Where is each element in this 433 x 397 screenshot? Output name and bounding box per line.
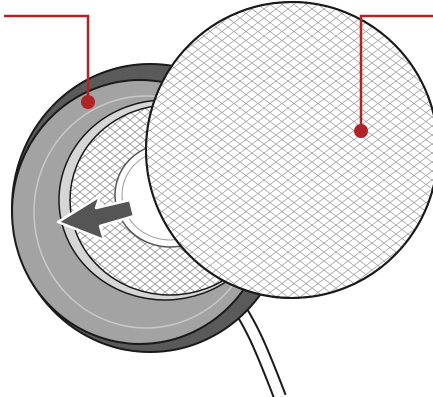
callout-mesh-cover (354, 14, 433, 138)
callout-dot-mesh-cover (354, 124, 368, 138)
callout-earpad-ring (4, 14, 95, 109)
callout-dot-earpad (81, 95, 95, 109)
remove-direction-arrow (56, 194, 136, 242)
mesh-cover (145, 1, 433, 299)
